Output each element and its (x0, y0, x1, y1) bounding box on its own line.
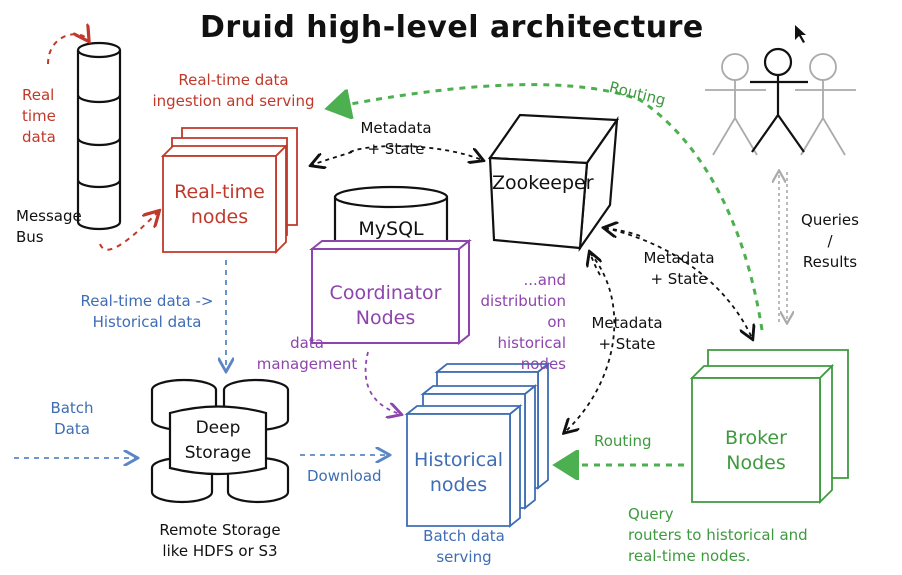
coordinator-nodes-label: Coordinator Nodes (329, 282, 442, 329)
realtime-data-label: Real time data (22, 86, 56, 146)
zookeeper-historical-arrow (565, 252, 616, 432)
coordinator-nodes-box (309, 238, 472, 346)
distribution-label: ...and distribution on historical nodes (480, 271, 566, 373)
query-routers-label: Query routers to historical and real-tim… (628, 505, 808, 565)
message-bus-icon (76, 41, 122, 231)
broker-nodes-label: Broker Nodes (725, 427, 787, 474)
batch-data-label: Batch Data (50, 399, 94, 438)
realtime-data-arrow (47, 34, 88, 65)
routing-bottom-label: Routing (594, 432, 652, 450)
download-label: Download (307, 467, 382, 485)
mysql-label: MySQL (358, 218, 424, 240)
zookeeper-label: Zookeeper (492, 172, 594, 194)
realtime-nodes-box (160, 127, 298, 255)
historical-nodes-label: Historical nodes (414, 449, 503, 496)
realtime-zookeeper-arrow (349, 145, 482, 160)
realtime-ingestion-label: Real-time data ingestion and serving (152, 71, 315, 110)
database-icon (333, 185, 449, 248)
batch-serving-label: Batch data serving (423, 527, 505, 566)
realtime-nodes-label: Real-time nodes (174, 181, 265, 228)
zookeeper-realtime-arrow (312, 151, 353, 165)
remote-storage-label: Remote Storage like HDFS or S3 (159, 521, 281, 560)
message-bus-to-realtime-arrow (99, 212, 158, 251)
metadata-state-historical-label: Metadata + State (591, 314, 663, 353)
message-bus-label: Message Bus (16, 207, 82, 246)
users-icon (705, 47, 856, 156)
deep-storage-box (150, 378, 290, 504)
broker-nodes-box (689, 349, 849, 505)
queries-results-label: Queries / Results (801, 211, 859, 271)
deep-storage-label: Deep Storage (184, 418, 252, 463)
data-management-label: data management (256, 334, 358, 373)
zookeeper-box (487, 113, 620, 252)
cursor-icon (795, 25, 806, 43)
metadata-state-broker-label: Metadata + State (643, 249, 715, 288)
coordinator-historical-arrow (364, 351, 400, 414)
metadata-state-top-label: Metadata + State (360, 119, 432, 158)
broker-realtime-routing-arrow (330, 83, 764, 331)
realtime-to-historical-label: Real-time data -> Historical data (80, 292, 214, 331)
broker-zookeeper-arrow (605, 228, 641, 236)
page-title: Druid high-level architecture (200, 10, 704, 45)
historical-zookeeper-arrow (590, 253, 600, 276)
zookeeper-broker-arrow (604, 227, 752, 338)
historical-nodes-box (404, 362, 551, 528)
